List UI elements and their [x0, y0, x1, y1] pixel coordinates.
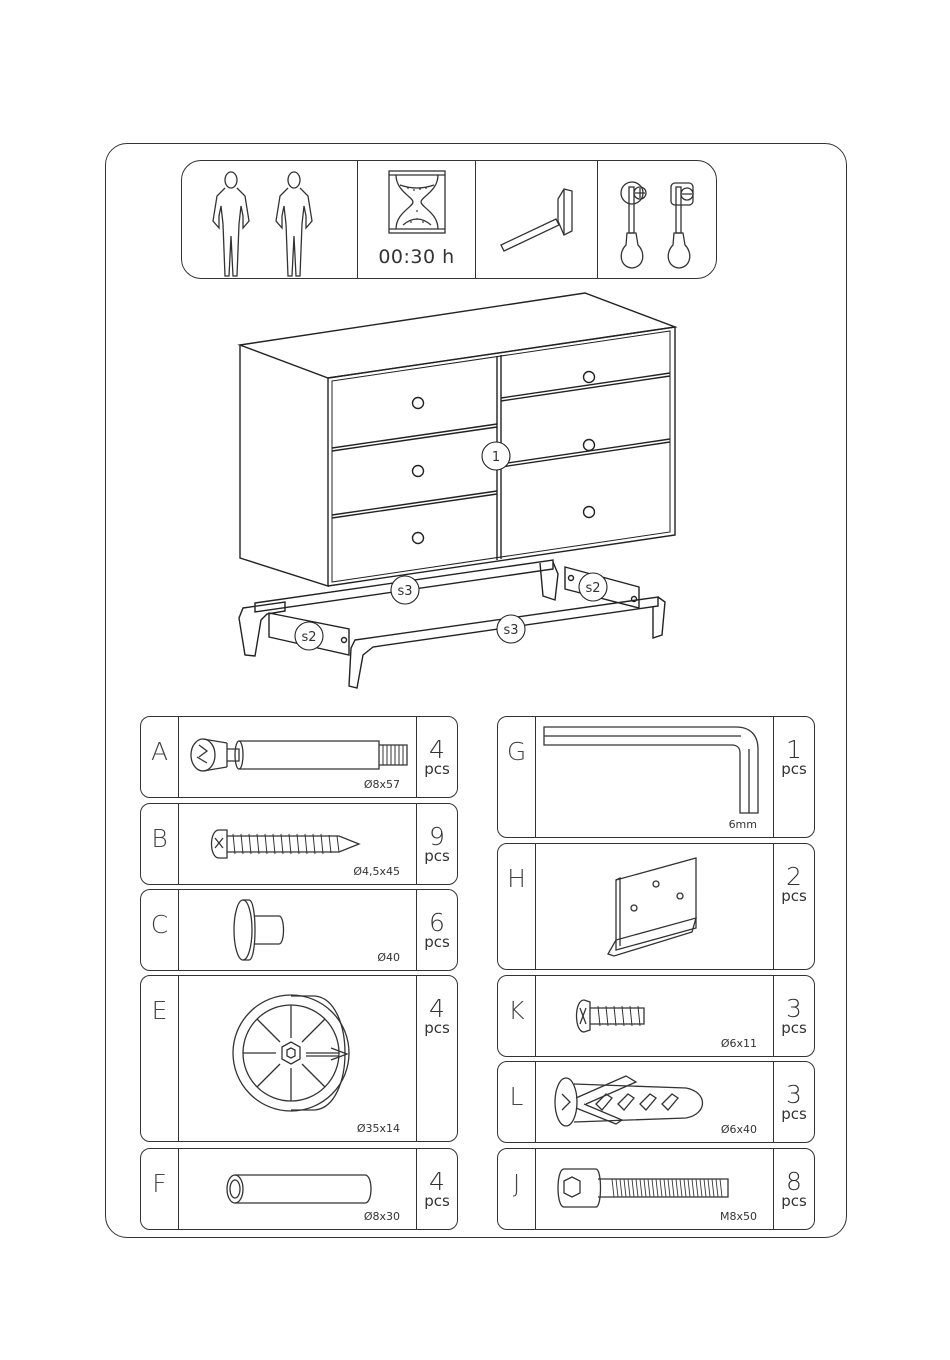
part-dimension: Ø35x14: [357, 1122, 400, 1135]
part-letter: J: [498, 1149, 536, 1229]
part-letter: G: [498, 717, 536, 837]
part-image: Ø4,5x45: [179, 804, 417, 884]
time-cell: 00:30 h: [358, 161, 476, 278]
part-quantity: 2 pcs: [774, 844, 814, 969]
part-letter: K: [498, 976, 536, 1056]
part-image: Ø8x30: [179, 1149, 417, 1229]
part-image: Ø6x11: [536, 976, 774, 1056]
dresser-illustration: 1 s3 s3 s2 s2: [225, 290, 695, 700]
screwdrivers-icon: [598, 161, 716, 279]
part-b-card: B Ø4,5x45 9 pcs: [140, 803, 458, 885]
part-k-card: K Ø6x11 3 pcs: [497, 975, 815, 1057]
part-letter: H: [498, 844, 536, 969]
part-letter: A: [141, 717, 179, 797]
part-quantity: 3 pcs: [774, 1062, 814, 1142]
part-dimension: Ø6x11: [721, 1037, 757, 1050]
part-quantity: 4 pcs: [417, 1149, 457, 1229]
part-quantity: 9 pcs: [417, 804, 457, 884]
part-h-card: H 2 pcs: [497, 843, 815, 970]
part-f-card: F Ø8x30 4 pcs: [140, 1148, 458, 1230]
label-side-right: s2: [585, 581, 600, 596]
part-image: Ø8x57: [179, 717, 417, 797]
label-rail-back: s3: [397, 584, 412, 599]
two-persons-cell: [182, 161, 358, 278]
two-persons-icon: [182, 161, 358, 279]
part-quantity: 8 pcs: [774, 1149, 814, 1229]
requirements-bar: 00:30 h: [181, 160, 717, 279]
label-side-left: s2: [301, 630, 316, 645]
part-quantity: 3 pcs: [774, 976, 814, 1056]
cam-lock-icon: [179, 976, 419, 1141]
screwdrivers-cell: [598, 161, 716, 278]
label-rail-front: s3: [503, 623, 518, 638]
part-dimension: Ø6x40: [721, 1123, 757, 1136]
part-letter: E: [141, 976, 179, 1141]
part-c-card: C Ø40 6 pcs: [140, 889, 458, 971]
part-a-card: A Ø8x57 4 pcs: [140, 716, 458, 798]
part-l-card: L Ø6x40 3 pcs: [497, 1061, 815, 1143]
part-image: [536, 844, 774, 969]
part-dimension: Ø40: [377, 951, 400, 964]
part-quantity: 4 pcs: [417, 976, 457, 1141]
part-quantity: 6 pcs: [417, 890, 457, 970]
part-dimension: 6mm: [729, 818, 757, 831]
part-quantity: 4 pcs: [417, 717, 457, 797]
part-dimension: Ø8x30: [364, 1210, 400, 1223]
label-part-1: 1: [492, 450, 500, 465]
part-image: M8x50: [536, 1149, 774, 1229]
part-j-card: J: [497, 1148, 815, 1230]
part-letter: C: [141, 890, 179, 970]
hammer-icon: [476, 161, 598, 279]
part-quantity: 1 pcs: [774, 717, 814, 837]
part-g-card: G 6mm 1 pcs: [497, 716, 815, 838]
part-image: 6mm: [536, 717, 774, 837]
part-dimension: Ø8x57: [364, 778, 400, 791]
part-letter: B: [141, 804, 179, 884]
part-image: Ø35x14: [179, 976, 417, 1141]
bracket-icon: [536, 844, 776, 969]
assembly-time: 00:30 h: [358, 246, 475, 268]
hammer-cell: [476, 161, 598, 278]
part-dimension: M8x50: [720, 1210, 757, 1223]
part-dimension: Ø4,5x45: [353, 865, 400, 878]
part-letter: L: [498, 1062, 536, 1142]
part-letter: F: [141, 1149, 179, 1229]
part-image: Ø40: [179, 890, 417, 970]
part-image: Ø6x40: [536, 1062, 774, 1142]
part-e-card: E Ø35x14 4 pcs: [140, 975, 458, 1142]
